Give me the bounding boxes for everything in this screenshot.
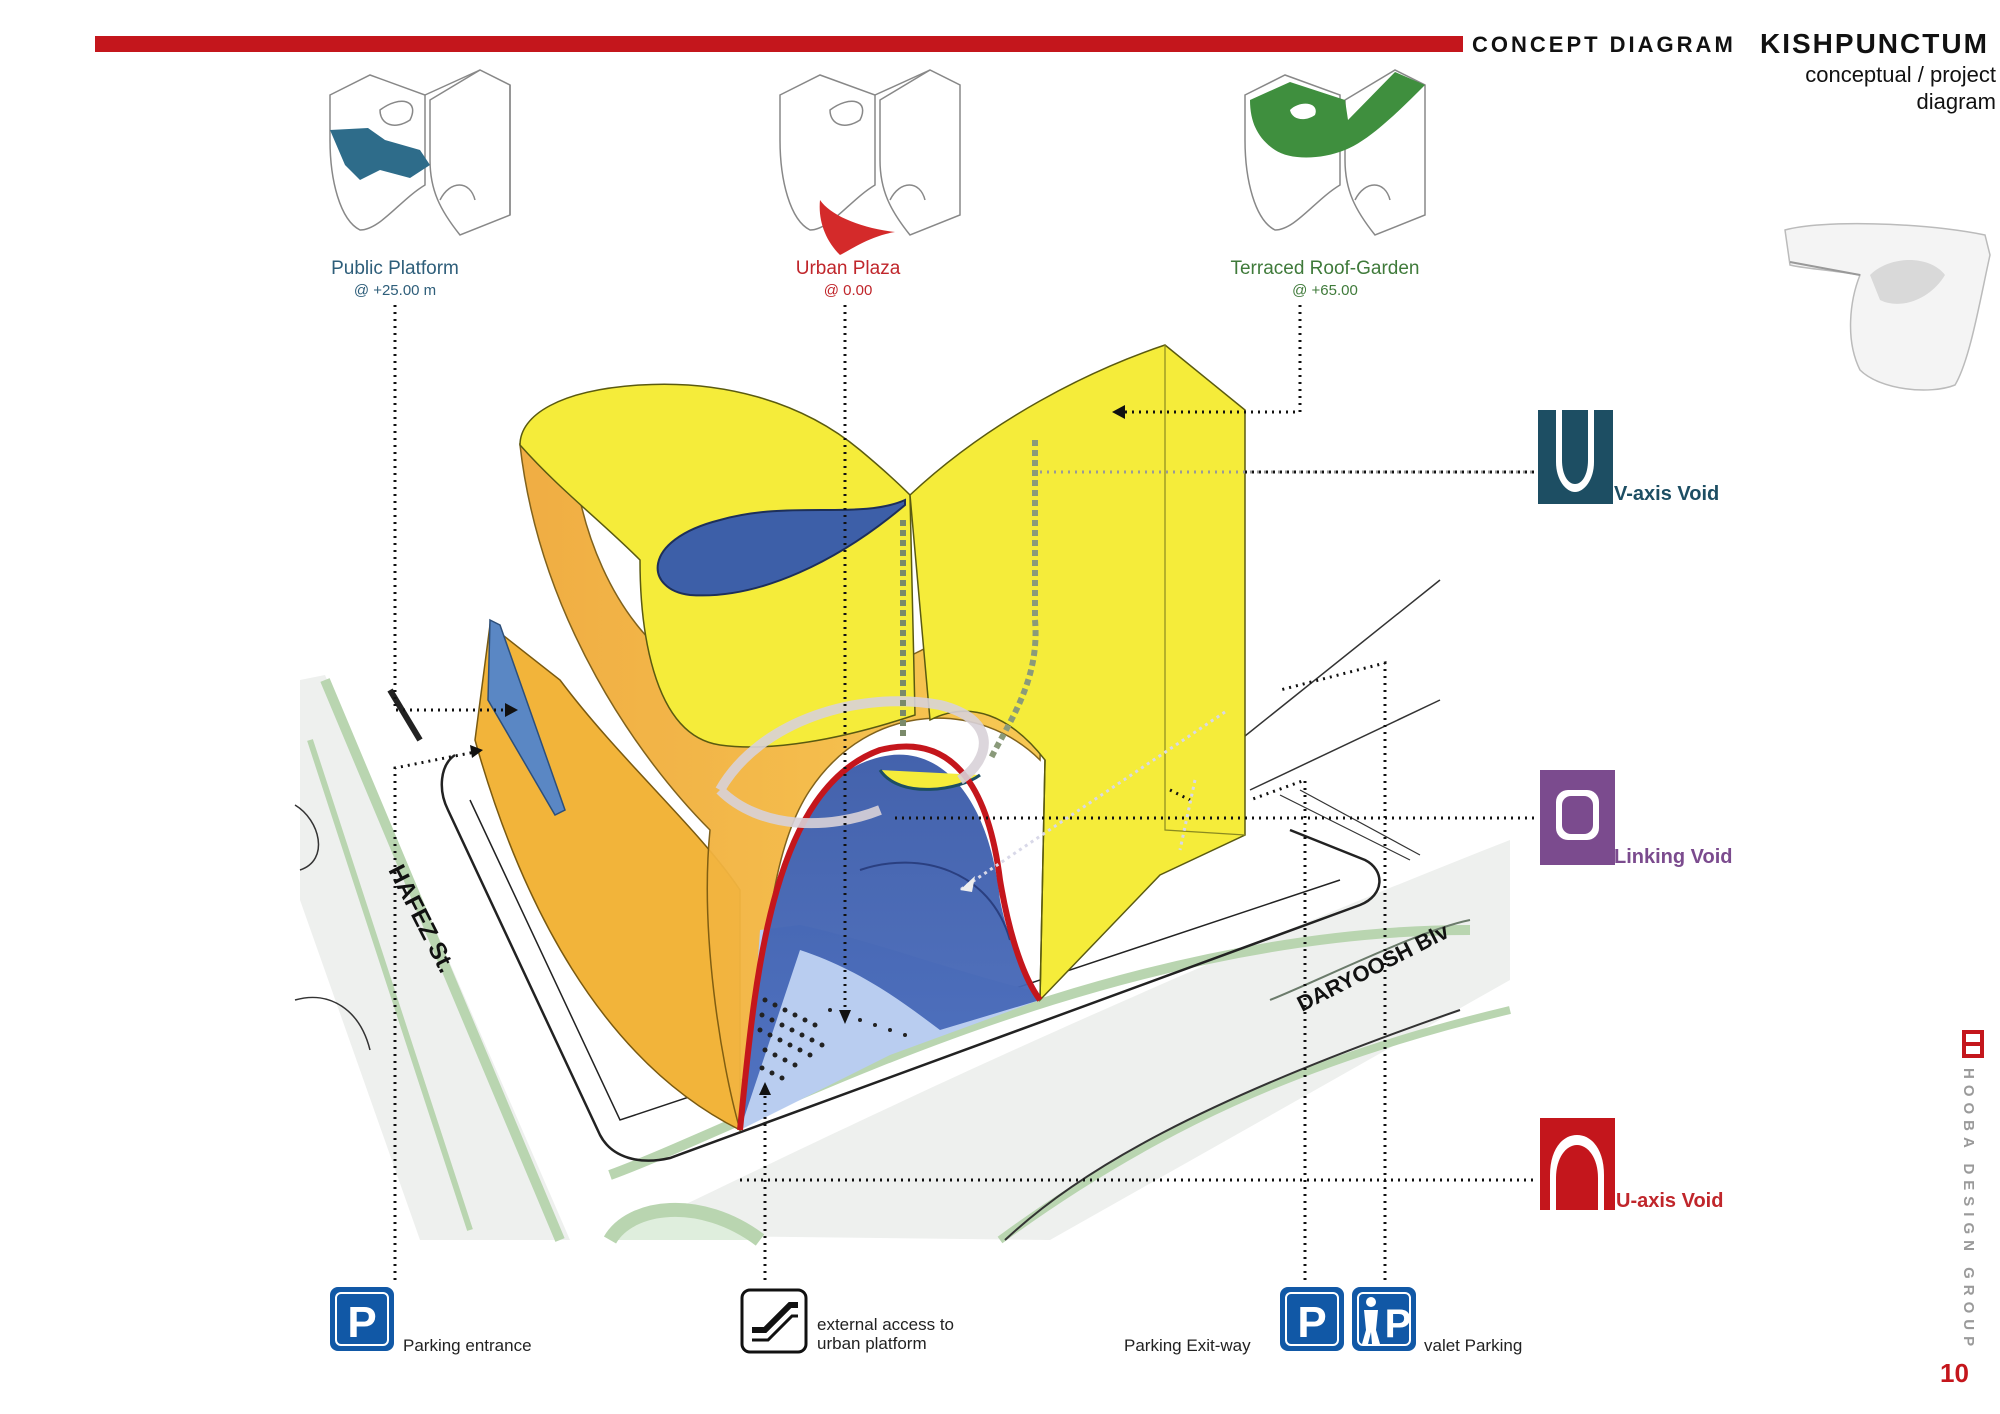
linking-void-label: Linking Void <box>1614 846 1733 868</box>
callout-public-platform-elevation: @ +25.00 m <box>353 282 437 299</box>
legend-parking-entrance: Parking entrance <box>403 1336 532 1355</box>
leader-roof-garden <box>1125 305 1302 414</box>
hooba-logo-icon <box>1962 1030 1984 1058</box>
escalator-icon <box>740 1288 808 1354</box>
legend-external-access-line-2: urban platform <box>817 1334 927 1353</box>
callout-roof-garden-label: Terraced Roof-Garden <box>1230 258 1420 279</box>
right-tower <box>909 344 1246 1002</box>
header-bar <box>95 36 1463 52</box>
thumbnail-public-platform <box>329 69 511 236</box>
parking-exit-icon <box>1280 1287 1344 1351</box>
callout-public-platform-label: Public Platform <box>331 258 459 279</box>
subtitle-line-2: diagram <box>1916 89 1996 114</box>
parking-entrance-symbol: P <box>347 1298 376 1347</box>
project-title-rest: PUNCTUM <box>1834 28 1989 59</box>
u-axis-void-label: U-axis Void <box>1616 1190 1724 1212</box>
leader-public-platform <box>393 305 505 712</box>
thumbnail-roof-garden <box>1244 69 1426 236</box>
v-axis-void-opening <box>656 498 906 597</box>
u-axis-void-outline <box>737 743 1043 1131</box>
thumbnail-public-platform-highlight <box>330 128 430 180</box>
linking-void-ribbon <box>715 696 989 829</box>
thumbnail-roof-garden-highlight <box>1250 72 1425 158</box>
subtitle-line-1: conceptual / project <box>1805 62 1996 87</box>
u-axis-void-icon <box>1540 1118 1615 1210</box>
project-title-bold: KISH <box>1760 28 1835 59</box>
public-platform-edge <box>487 618 566 816</box>
leader-valet-parking <box>1279 661 1387 1280</box>
brand-name: HOOBA DESIGN GROUP <box>1960 1068 1977 1353</box>
callout-roof-garden-elevation: @ +65.00 <box>1292 282 1358 299</box>
v-axis-void-icon <box>1538 410 1613 504</box>
valet-parking-icon <box>1352 1287 1416 1351</box>
legend-parking-exit: Parking Exit-way <box>1124 1336 1251 1355</box>
callout-urban-plaza-label: Urban Plaza <box>795 258 901 279</box>
project-title: KISHPUNCTUM <box>1760 28 1989 60</box>
internal-arrows <box>959 710 1226 892</box>
callout-urban-plaza-elevation: @ 0.00 <box>823 282 873 299</box>
section-title: CONCEPT DIAGRAM <box>1472 32 1736 57</box>
leader-parking-entrance <box>393 750 476 1280</box>
legend-external-access-line-1: external access to <box>817 1315 955 1334</box>
perspective-render-thumbnail <box>1784 222 1991 391</box>
parking-entrance-icon <box>330 1287 394 1351</box>
leader-arrowheads <box>470 405 1125 1095</box>
leader-parking-exit <box>1249 777 1307 1280</box>
plaza-seating-pattern <box>757 997 907 1081</box>
thumbnail-urban-plaza <box>779 69 961 236</box>
page-number: 10 <box>1940 1358 1969 1388</box>
site-boundary <box>440 753 1381 1162</box>
brand-vertical-text: HOOBA DESIGN GROUP <box>1960 1068 1984 1368</box>
u-axis-void-interior <box>740 754 1040 1130</box>
building-massing <box>474 344 1246 1132</box>
linking-void-icon <box>1540 770 1615 865</box>
valet-parking-symbol: P <box>1385 1302 1412 1346</box>
parking-exit-symbol: P <box>1297 1298 1326 1347</box>
v-axis-void-label: V-axis Void <box>1614 483 1720 505</box>
legend-valet-parking: valet Parking <box>1424 1336 1523 1355</box>
leader-lines <box>393 305 1535 1280</box>
thumbnail-urban-plaza-highlight <box>819 200 895 255</box>
